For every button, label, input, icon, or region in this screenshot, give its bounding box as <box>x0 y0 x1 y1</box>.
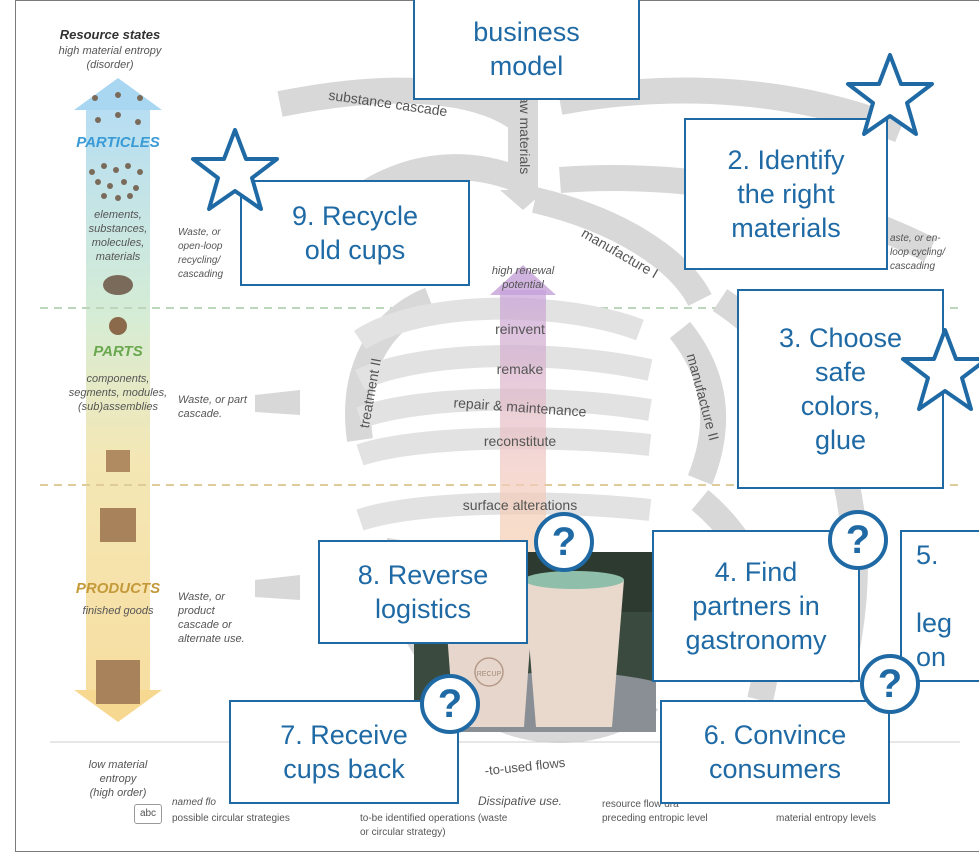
callout-receive-cups-text: 7. Receive cups back <box>280 720 408 784</box>
callout-five: 5. leg on <box>900 530 979 682</box>
legend-preceding: preceding entropic level <box>602 813 708 824</box>
callout-business-model-text: business model <box>473 17 580 81</box>
particles-desc: elements, substances, molecules, materia… <box>88 209 148 263</box>
callout-recycle-cups-text: 9. Recycle old cups <box>291 201 419 265</box>
raw-materials-head <box>500 190 546 210</box>
question-badge-reverse: ? <box>534 512 594 572</box>
callout-choose-colors: 3. Choose safe colors, glue <box>737 289 944 489</box>
high-entropy-note: high material entropy <box>58 45 162 57</box>
disorder-note: (disorder) <box>86 59 134 71</box>
cup-brand-text: RECUP <box>477 671 502 678</box>
callout-reverse-logistics: 8. Reverse logistics <box>318 540 528 644</box>
parts-desc: components, segments, modules, (sub)asse… <box>68 373 168 413</box>
part-box <box>100 508 136 542</box>
question-badge-convince: ? <box>860 654 920 714</box>
high-order-note: (high order) <box>89 787 147 799</box>
renewal-arrow-head <box>490 265 556 295</box>
question-badge-partners: ? <box>828 510 888 570</box>
left-note-parts: Waste, or part cascade. <box>178 394 247 420</box>
callout-reverse-logistics-text: 8. Reverse logistics <box>357 560 489 624</box>
parts-title: PARTS <box>93 343 143 360</box>
entropy-bar <box>86 105 150 695</box>
star-icon-colors <box>901 328 979 411</box>
callout-convince-consumers-text: 6. Convince consumers <box>703 720 847 784</box>
legend-operations: to-be identified operations (waste or ci… <box>360 813 508 838</box>
callout-find-partners-text: 4. Find partners in gastronomy <box>685 557 827 655</box>
legend-resource-flow: resource flow dra <box>602 799 679 810</box>
strategy-reconstitute: reconstitute <box>483 433 557 449</box>
legend-circular: possible circular strategies <box>172 813 290 824</box>
strategy-arcs <box>353 297 653 531</box>
strategy-surface: surface alterations <box>462 497 578 513</box>
strategy-reinvent: reinvent <box>495 321 545 337</box>
part-lump <box>109 317 127 335</box>
particles-title: PARTICLES <box>76 134 160 151</box>
strategy-remake: remake <box>496 361 544 377</box>
callout-find-partners: 4. Find partners in gastronomy <box>652 530 860 682</box>
callout-recycle-cups: 9. Recycle old cups <box>240 180 470 286</box>
callout-receive-cups: 7. Receive cups back <box>229 700 459 804</box>
star-icon-recycle <box>191 128 279 211</box>
products-desc: finished goods <box>82 605 154 617</box>
callout-choose-colors-text: 3. Choose safe colors, glue <box>778 323 903 455</box>
product-box <box>96 660 140 704</box>
star-icon-identify <box>846 53 934 136</box>
left-note-products: Waste, or product cascade or alternate u… <box>178 591 245 645</box>
question-badge-receive: ? <box>420 674 480 734</box>
callout-identify-materials: 2. Identify the right materials <box>684 118 888 270</box>
raw-materials-arrow <box>508 95 538 195</box>
particles-dots <box>89 92 143 201</box>
callout-convince-consumers: 6. Convince consumers <box>660 700 890 804</box>
resource-states-title: Resource states <box>59 27 161 42</box>
callout-identify-materials-text: 2. Identify the right materials <box>727 145 845 243</box>
material-lump <box>103 275 133 295</box>
low-entropy-note: low material entropy <box>88 759 148 785</box>
high-renewal-label: high renewal potential <box>491 265 555 291</box>
component-box <box>106 450 130 472</box>
legend-named-flows: named flo <box>172 797 216 808</box>
legend-abc-chip: abc <box>134 804 162 824</box>
callout-business-model: business model <box>413 0 640 100</box>
legend-transition: material entropy levels <box>776 813 877 824</box>
products-title: PRODUCTS <box>75 580 161 597</box>
dissipative-label: Dissipative use. <box>477 794 563 808</box>
left-note-particles: Waste, or open-loop recycling/ cascading <box>178 227 224 280</box>
right-note-particles: aste, or en-loop cycling/ cascading <box>890 233 946 272</box>
callout-five-text: 5. leg on <box>916 540 953 672</box>
